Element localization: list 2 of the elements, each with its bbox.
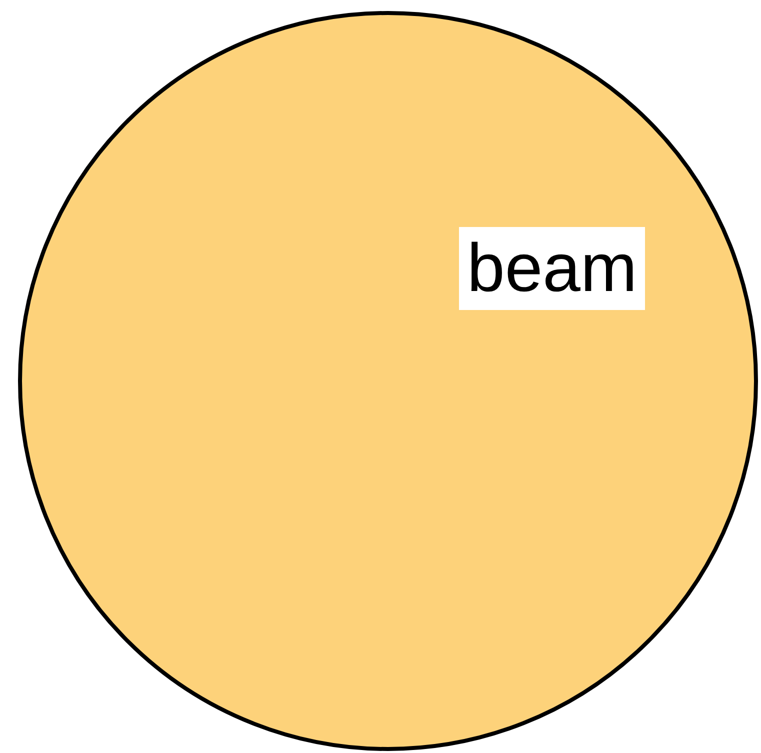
node-label: beam [459, 227, 646, 310]
circle-node [18, 11, 758, 751]
